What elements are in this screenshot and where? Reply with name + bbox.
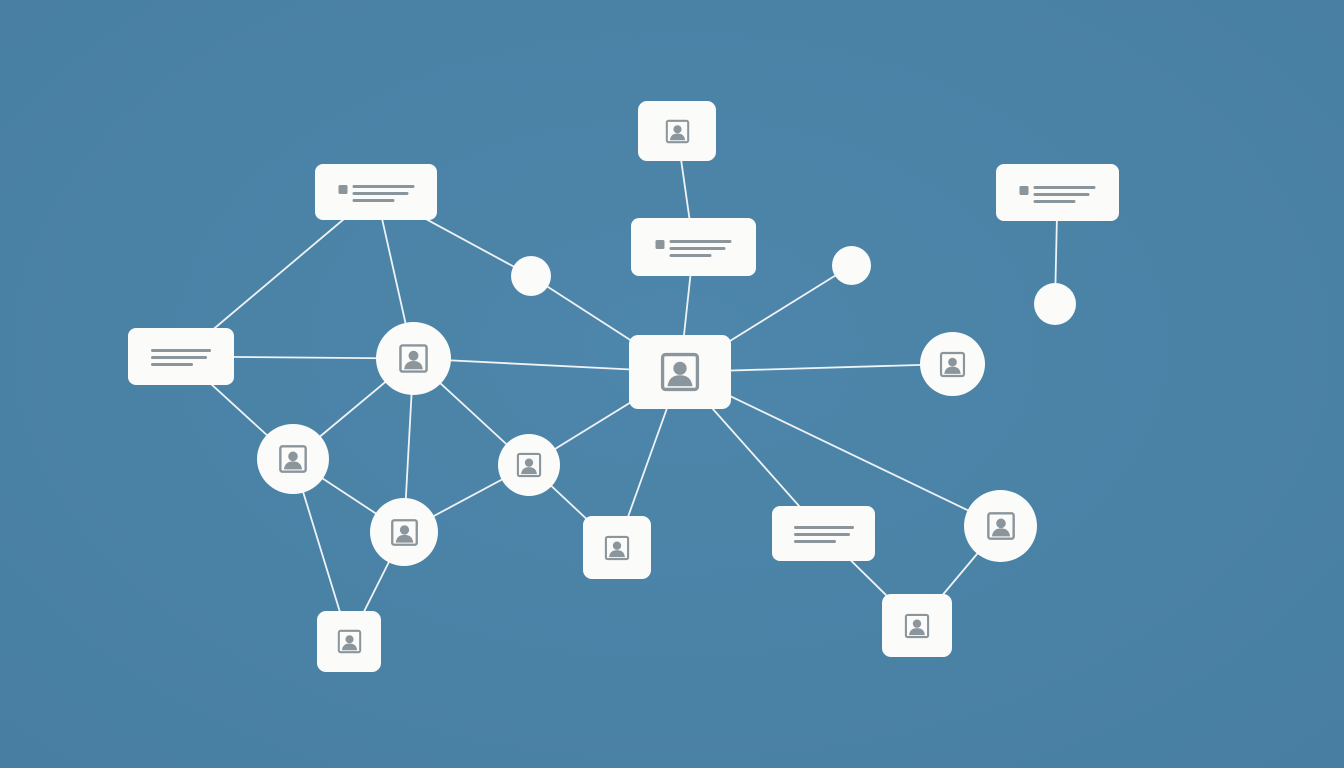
node-card-left[interactable] xyxy=(128,328,234,385)
node-dot-right[interactable] xyxy=(1034,283,1076,325)
node-circle-lower-left[interactable] xyxy=(370,498,438,566)
edge-square-hub-to-circle-lower-right xyxy=(679,371,1002,527)
node-circle-left[interactable] xyxy=(257,424,329,494)
node-card-center-top[interactable] xyxy=(631,218,756,276)
user-profile-icon xyxy=(664,118,691,145)
node-square-center-bottom[interactable] xyxy=(583,516,651,579)
node-card-bottom-right[interactable] xyxy=(772,506,875,561)
node-square-bottom-right[interactable] xyxy=(882,594,952,657)
node-card-right-top[interactable] xyxy=(996,164,1119,221)
node-circle-right[interactable] xyxy=(920,332,985,396)
text-card-icon xyxy=(790,522,858,546)
node-card-top-left[interactable] xyxy=(315,164,437,220)
user-profile-icon xyxy=(397,342,430,375)
text-card-icon xyxy=(146,345,216,369)
node-dot-center-right[interactable] xyxy=(832,246,871,285)
node-dot-center-left[interactable] xyxy=(511,256,551,296)
user-profile-icon xyxy=(903,612,931,640)
text-card-icon xyxy=(1017,181,1098,205)
node-circle-lower-right[interactable] xyxy=(964,490,1037,562)
node-square-top[interactable] xyxy=(638,101,716,161)
node-square-hub[interactable] xyxy=(629,335,731,409)
user-profile-icon xyxy=(658,350,702,394)
user-profile-icon xyxy=(938,350,967,379)
node-square-bottom-left[interactable] xyxy=(317,611,381,672)
text-card-icon xyxy=(336,180,417,204)
user-profile-icon xyxy=(985,510,1017,542)
text-card-icon xyxy=(652,235,735,259)
user-profile-icon xyxy=(515,451,543,479)
node-circle-center[interactable] xyxy=(498,434,560,496)
user-profile-icon xyxy=(336,628,363,655)
user-profile-icon xyxy=(277,443,309,475)
user-profile-icon xyxy=(603,534,631,562)
node-circle-left-hub[interactable] xyxy=(376,322,451,395)
user-profile-icon xyxy=(389,517,420,548)
